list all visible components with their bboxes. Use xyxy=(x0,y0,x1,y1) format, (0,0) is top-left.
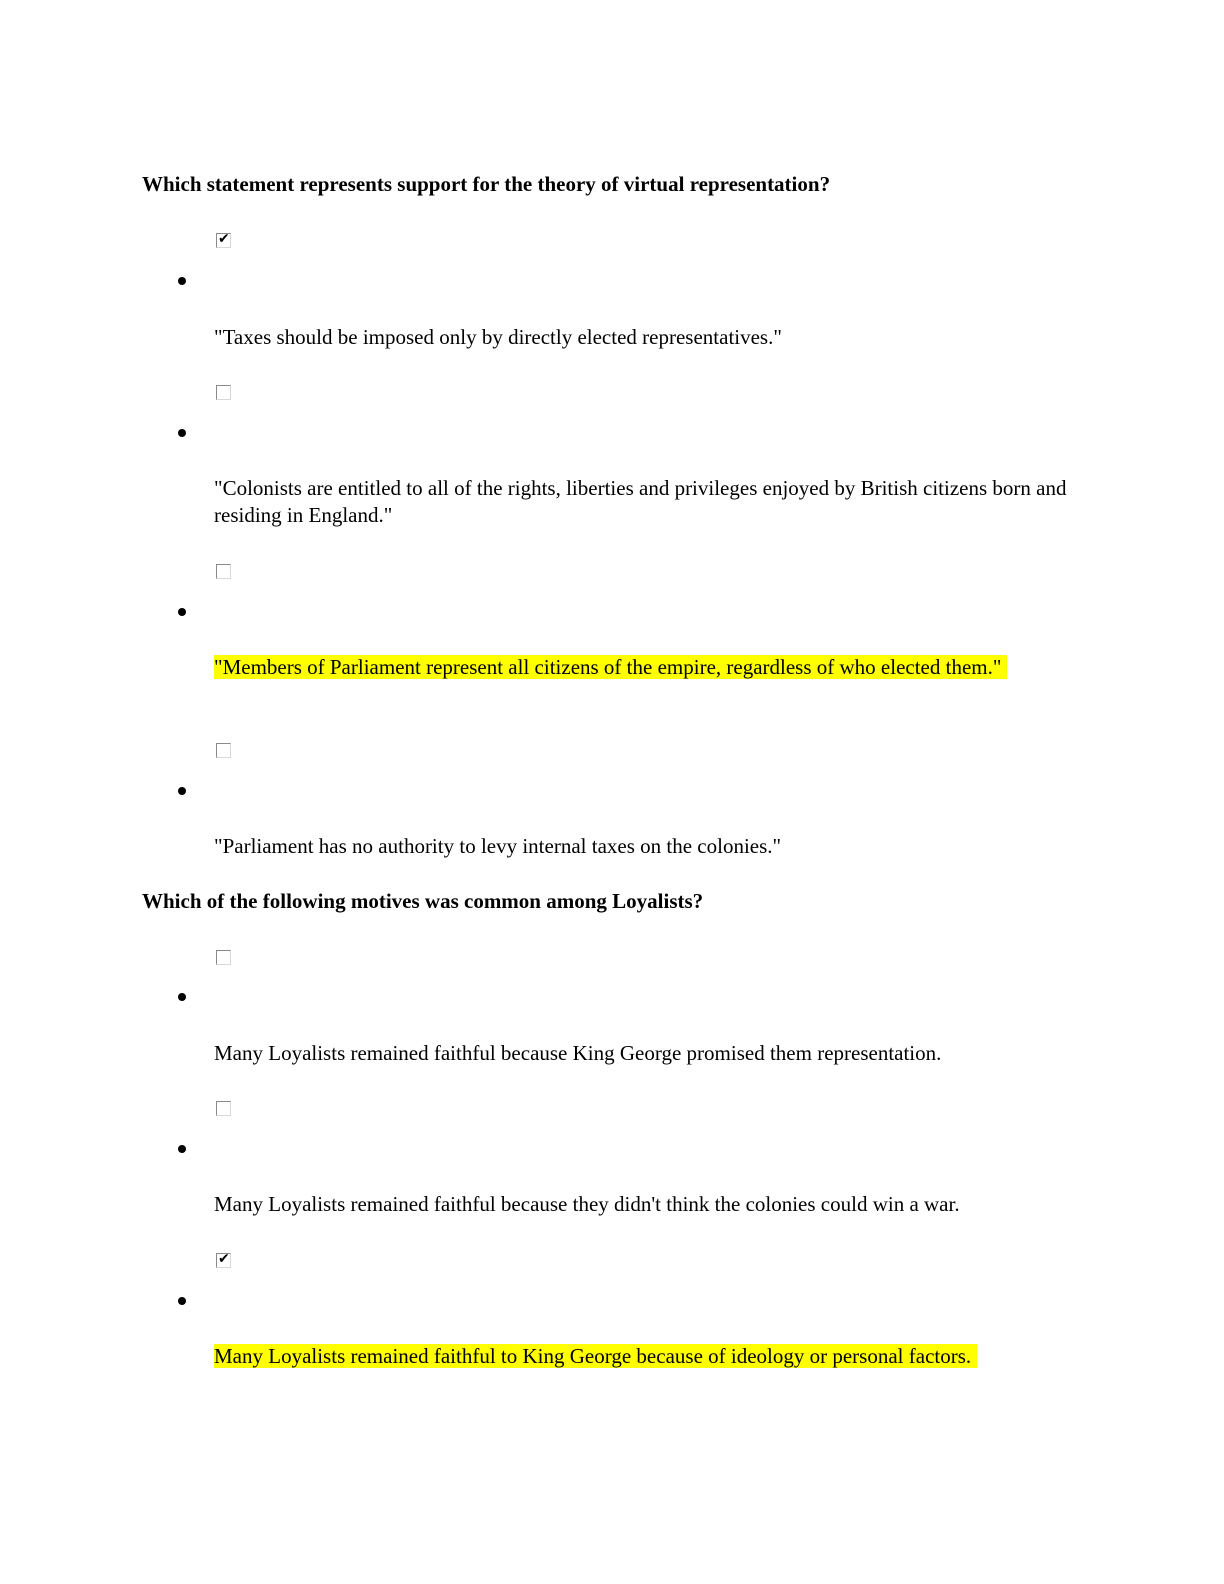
q1-option-3-text: "Members of Parliament represent all cit… xyxy=(214,654,1074,681)
q2-option-2-text: Many Loyalists remained faithful because… xyxy=(214,1192,960,1216)
check-mark-icon: ✔ xyxy=(218,1251,230,1267)
q2-option-3-checkbox[interactable]: ✔ xyxy=(216,1251,231,1268)
q2-option-3-text: Many Loyalists remained faithful to King… xyxy=(214,1343,1074,1370)
highlighted-answer: "Members of Parliament represent all cit… xyxy=(214,655,1008,679)
q1-option-3-checkbox[interactable] xyxy=(216,564,231,579)
bullet-icon xyxy=(178,993,186,1001)
q1-option-2-checkbox[interactable] xyxy=(216,385,231,400)
bullet-icon xyxy=(178,277,186,285)
bullet-icon xyxy=(178,787,186,795)
bullet-icon xyxy=(178,608,186,616)
q1-option-4-checkbox[interactable] xyxy=(216,743,231,758)
q1-option-4-text: "Parliament has no authority to levy int… xyxy=(214,834,782,858)
bullet-icon xyxy=(178,1297,186,1305)
q2-option-2-checkbox[interactable] xyxy=(216,1101,231,1116)
check-mark-icon: ✔ xyxy=(218,231,230,247)
q1-option-1-text: "Taxes should be imposed only by directl… xyxy=(214,325,782,349)
q2-option-1-checkbox[interactable] xyxy=(216,950,231,965)
bullet-icon xyxy=(178,1145,186,1153)
question-1-text: Which statement represents support for t… xyxy=(142,172,831,196)
bullet-icon xyxy=(178,429,186,437)
q2-option-1-text: Many Loyalists remained faithful because… xyxy=(214,1041,942,1065)
highlighted-answer: Many Loyalists remained faithful to King… xyxy=(214,1344,978,1368)
q1-option-1-checkbox[interactable]: ✔ xyxy=(216,231,231,248)
q1-option-2-text: "Colonists are entitled to all of the ri… xyxy=(214,476,1067,527)
question-2-text: Which of the following motives was commo… xyxy=(142,889,704,913)
